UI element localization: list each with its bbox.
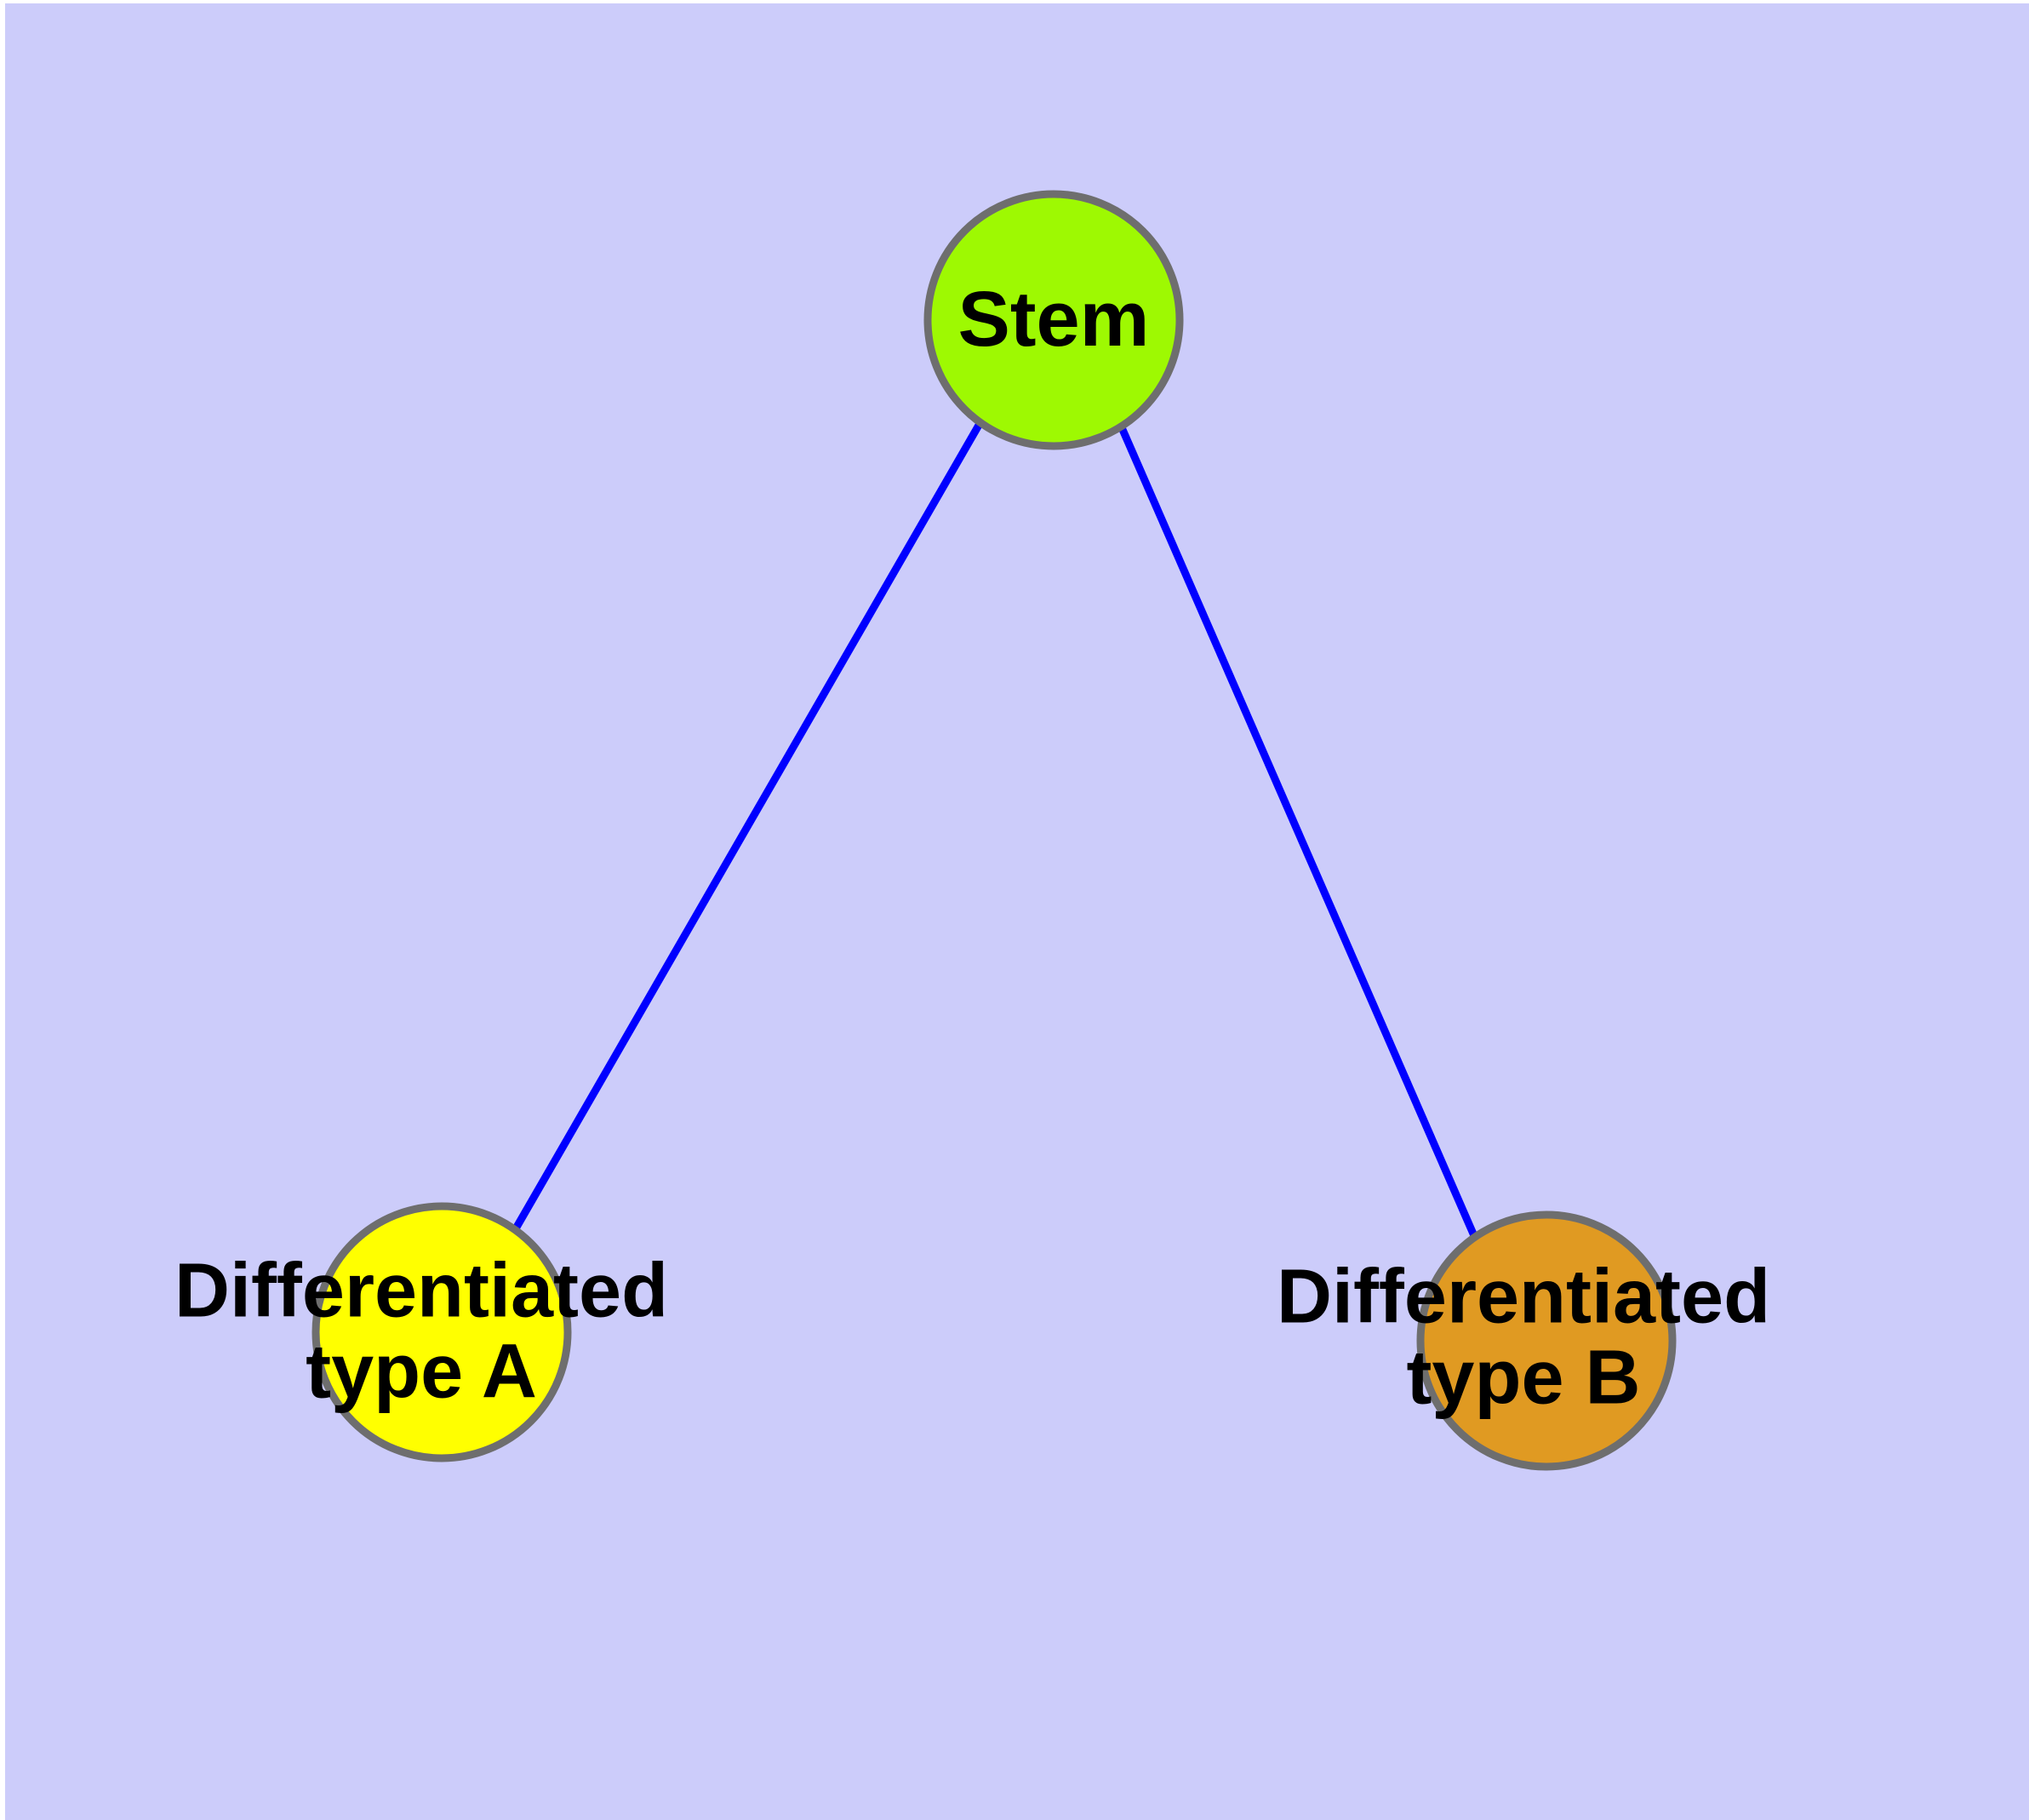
node-stem[interactable] (923, 190, 1184, 450)
edge-layer (512, 420, 1479, 1239)
edge-stem-to-differentiated-type-a (512, 420, 984, 1233)
node-differentiated-type-b[interactable] (1416, 1210, 1677, 1471)
edge-stem-to-differentiated-type-b (1117, 424, 1479, 1239)
node-differentiated-type-a[interactable] (311, 1202, 572, 1462)
node-layer (311, 190, 1677, 1471)
